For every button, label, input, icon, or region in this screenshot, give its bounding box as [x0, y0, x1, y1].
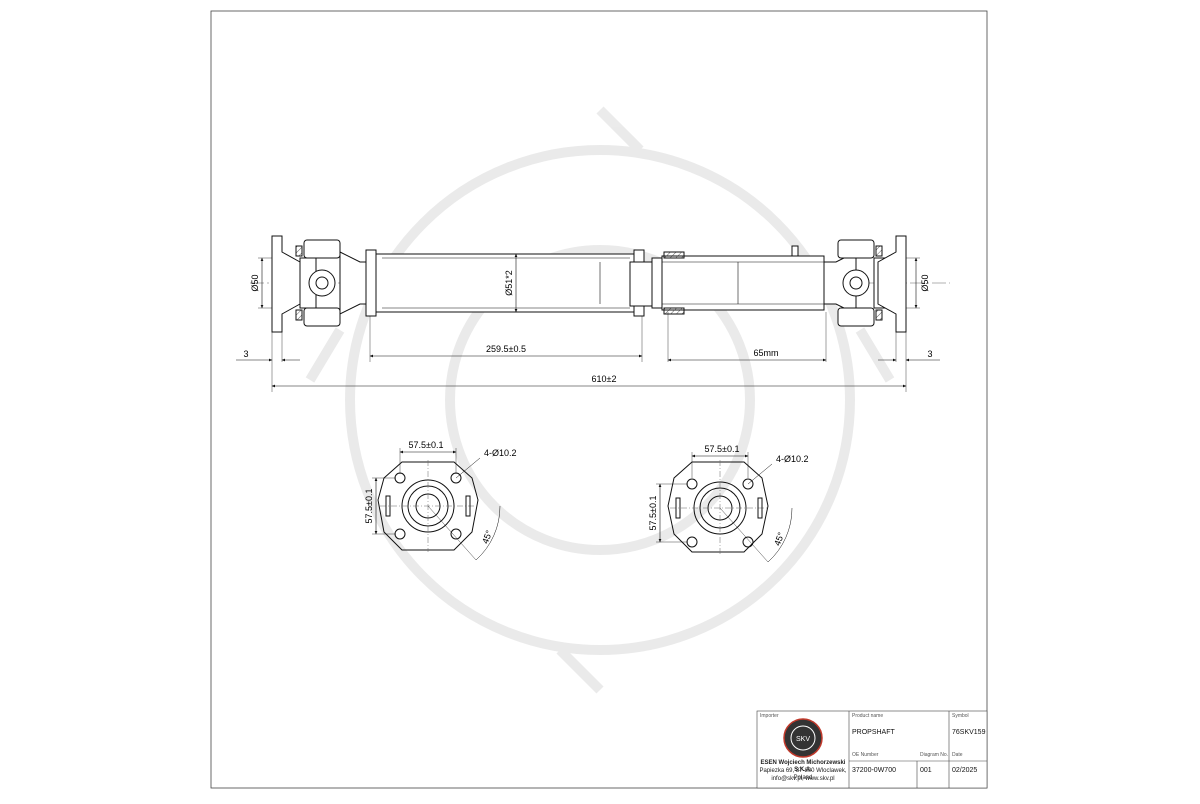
oe-number-caption: OE Number	[852, 752, 879, 758]
slip-joint	[651, 245, 825, 315]
dim-left-flange-dia: Ø50	[250, 257, 272, 309]
dim-overall-length: 610±2	[271, 374, 907, 388]
symbol-caption: Symbol	[952, 713, 969, 719]
flange-face-right	[667, 460, 769, 556]
dim-tube-dia-label: Ø51*2	[504, 270, 514, 296]
dim-slide-travel: 65mm	[667, 348, 827, 362]
dim-slide-travel-label: 65mm	[753, 348, 778, 358]
flange-right-pcd-h-label: 57.5±0.1	[705, 444, 740, 454]
right-flange-yoke	[823, 235, 907, 333]
flange-left-pcd-h-label: 57.5±0.1	[409, 440, 444, 450]
diagram-no: 001	[920, 767, 932, 774]
dim-right-offset-label: 3	[927, 349, 932, 359]
dim-right-offset: 3	[878, 349, 940, 362]
flange-right-pcd-v-label: 57.5±0.1	[648, 496, 658, 531]
drawing-frame	[210, 10, 988, 789]
flange-left-angle-label: 45°	[480, 528, 494, 545]
dim-overall-length-label: 610±2	[592, 374, 617, 384]
company-name: ESEN Wojciech Michorzewski S.K.A.	[760, 760, 846, 773]
shaft-tube	[365, 249, 653, 317]
dim-right-flange-dia: Ø50	[906, 257, 930, 309]
flange-right-angle-label: 45°	[772, 530, 786, 547]
dim-right-flange-dia-label: Ø50	[920, 274, 930, 291]
product-name: PROPSHAFT	[852, 729, 895, 736]
product-name-caption: Product name	[852, 713, 884, 719]
logo-text: SKV	[796, 736, 810, 743]
left-flange-yoke	[271, 235, 371, 333]
importer-caption: Importer	[760, 713, 779, 719]
dim-tube-length: 259.5±0.5	[369, 344, 643, 358]
company-contact: info@skv.pl, www.skv.pl	[771, 776, 835, 782]
flange-right-dims: 57.5±0.1 4-Ø10.2 57.5±0.1 45°	[648, 444, 809, 563]
flange-left-dims: 57.5±0.1 4-Ø10.2 57.5±0.1 45°	[364, 440, 517, 561]
flange-left-holes-label: 4-Ø10.2	[484, 448, 517, 458]
dim-tube-length-label: 259.5±0.5	[486, 344, 526, 354]
dim-tube-dia: Ø51*2	[504, 253, 518, 313]
extension-lines	[271, 312, 907, 392]
watermark-gear-logo	[305, 106, 895, 694]
dim-left-offset: 3	[236, 349, 300, 362]
dim-left-offset-label: 3	[243, 349, 248, 359]
diagram-no-caption: Diagram No.	[920, 752, 949, 758]
company-address: Papiezka 69, 87-800 Wloclawek, Poland	[759, 768, 847, 781]
flange-right-holes-label: 4-Ø10.2	[776, 454, 809, 464]
date-caption: Date	[952, 752, 963, 758]
company-logo: SKV	[783, 718, 823, 758]
oe-number: 37200-0W700	[852, 767, 896, 774]
symbol: 76SKV159	[952, 729, 986, 736]
flange-left-pcd-v-label: 57.5±0.1	[364, 489, 374, 524]
date: 02/2025	[952, 767, 978, 774]
dim-left-flange-dia-label: Ø50	[250, 274, 260, 291]
